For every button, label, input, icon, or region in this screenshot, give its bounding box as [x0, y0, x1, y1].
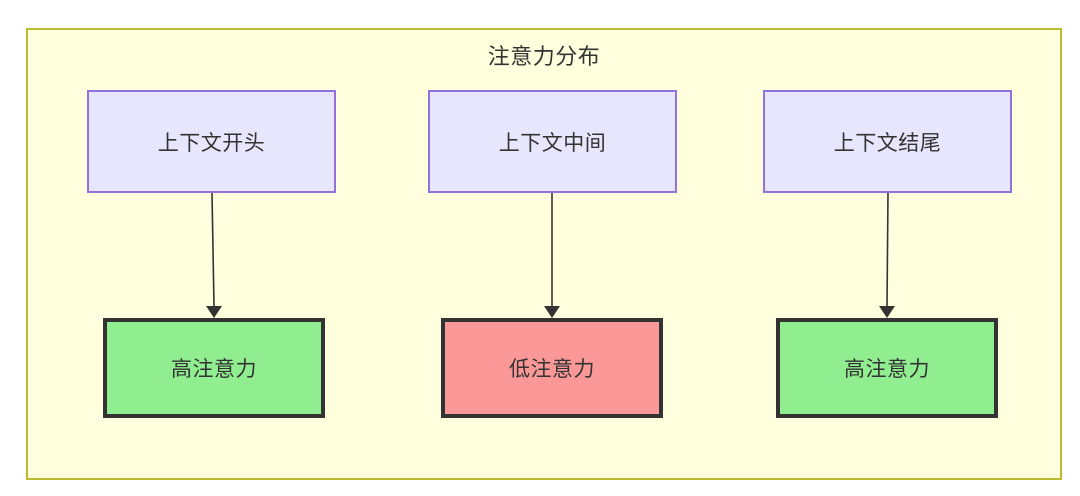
node-label: 上下文结尾: [833, 131, 942, 155]
node-context-start[interactable]: 上下文开头: [87, 90, 336, 193]
node-attention-high-end[interactable]: 高注意力: [776, 318, 998, 418]
subgraph-title: 注意力分布: [487, 44, 601, 69]
node-label: 高注意力: [171, 358, 257, 381]
node-label: 高注意力: [844, 358, 930, 381]
node-context-end[interactable]: 上下文结尾: [763, 90, 1012, 193]
node-label: 低注意力: [509, 358, 595, 381]
node-attention-high-start[interactable]: 高注意力: [103, 318, 325, 418]
node-context-middle[interactable]: 上下文中间: [428, 90, 677, 193]
node-label: 上下文中间: [498, 131, 607, 155]
node-attention-low-middle[interactable]: 低注意力: [441, 318, 663, 418]
node-label: 上下文开头: [157, 131, 266, 155]
